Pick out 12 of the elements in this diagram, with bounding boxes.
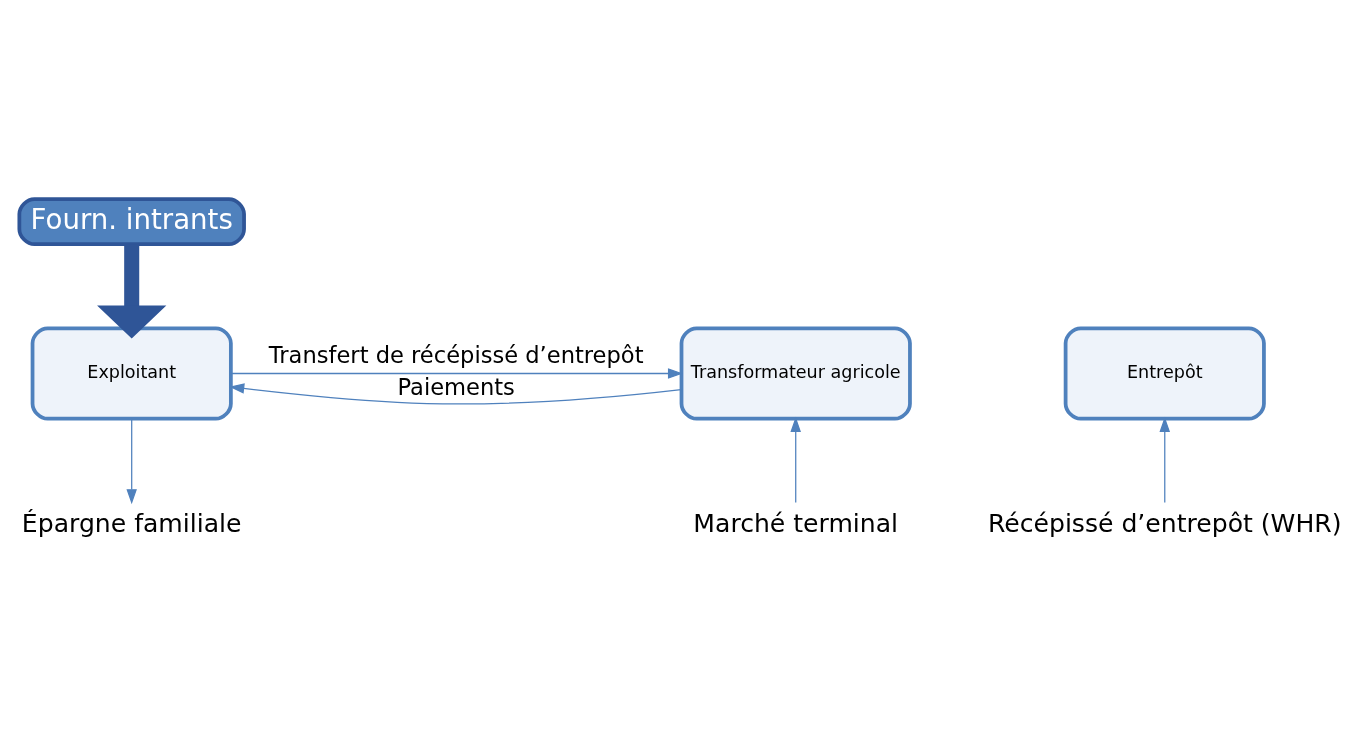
node-box: Exploitant: [30, 326, 233, 421]
node-text: Épargne familiale: [21, 508, 242, 538]
edge-label: Paiements: [397, 374, 515, 401]
node-text: Marché terminal: [693, 508, 899, 538]
node-text: Récépissé d’entrepôt (WHR): [988, 508, 1342, 538]
edge-label: Transfert de récépissé d’entrepôt: [268, 341, 644, 368]
node-box: Entrepôt: [1063, 326, 1266, 421]
node-box: Transformateur agricole: [679, 326, 912, 421]
arrow: [229, 383, 682, 405]
arrow: [126, 418, 137, 505]
node-box: Fourn. intrants: [17, 197, 246, 247]
arrow: [97, 244, 167, 339]
